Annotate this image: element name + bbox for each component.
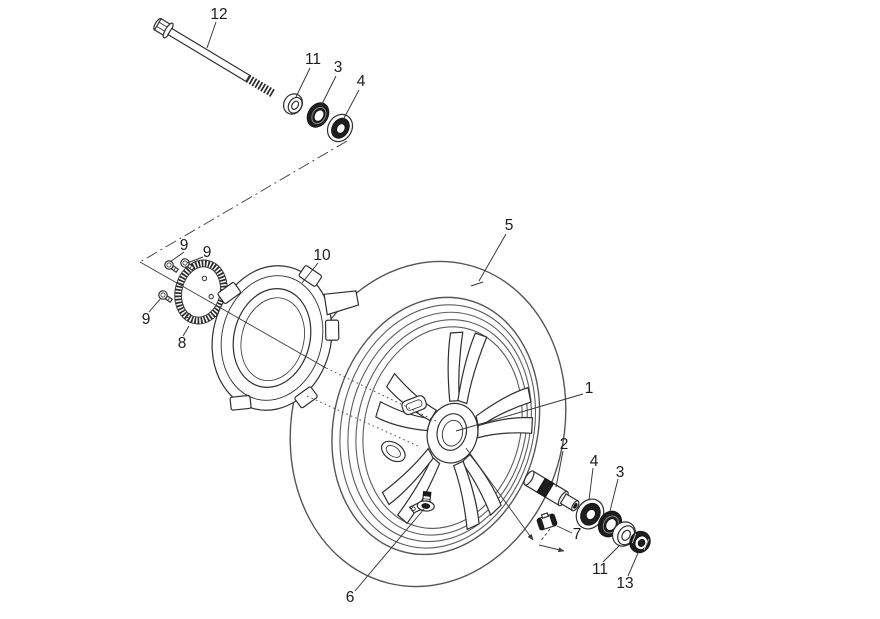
collar-part-11-top <box>282 93 304 115</box>
callout-9-c: 9 <box>142 311 151 328</box>
callout-6: 6 <box>346 589 355 606</box>
bearing-part-4-bottom <box>575 498 605 530</box>
bearing-part-4-top <box>326 113 354 143</box>
callout-11-top: 11 <box>305 51 321 68</box>
callout-13: 13 <box>616 575 633 592</box>
callout-3-bottom: 3 <box>616 464 625 481</box>
oil-seal-part-3-top <box>306 102 330 128</box>
rotor-cover-part-10 <box>211 265 360 411</box>
rim-slot-detail <box>401 395 428 416</box>
alignment-dotted-line-upper <box>321 365 437 422</box>
weight-position-arrow-left <box>465 447 534 541</box>
callout-12: 12 <box>210 6 227 23</box>
callout-10: 10 <box>313 247 331 264</box>
screw-part-9-b <box>180 258 196 272</box>
axle-collar-part-2 <box>523 470 580 512</box>
callout-4-top: 4 <box>357 73 366 90</box>
hub-boss-detail <box>380 440 406 463</box>
axis-line-through-cover <box>139 261 327 369</box>
wheel-assembly <box>289 260 567 588</box>
axis-dashdot-line-upper <box>139 140 348 263</box>
callout-2: 2 <box>560 436 569 453</box>
axle-bolt-part-12 <box>153 17 276 98</box>
alignment-dotted-line-lower <box>306 395 421 448</box>
weight-dash-link <box>539 528 551 543</box>
callout-8: 8 <box>178 335 187 352</box>
callout-9-a: 9 <box>180 237 189 254</box>
callout-1: 1 <box>585 380 594 397</box>
flange-nut-part-13 <box>629 530 651 554</box>
balance-weight-part-7 <box>536 512 558 531</box>
callout-3-top: 3 <box>334 59 343 76</box>
weight-position-arrow-right <box>538 544 565 553</box>
screw-part-9-c <box>158 290 174 304</box>
wheel-spokes <box>353 315 552 548</box>
callout-5: 5 <box>505 217 514 234</box>
screw-part-9-a <box>164 260 180 274</box>
callout-11-bottom: 11 <box>592 561 608 578</box>
callout-labels: 12 11 3 4 5 10 9 9 9 8 1 2 4 3 7 11 13 6 <box>142 6 634 606</box>
hub-part-1 <box>426 402 479 464</box>
callout-4-bottom: 4 <box>590 453 599 470</box>
leader-lines <box>148 21 639 592</box>
valve-stem-part-6 <box>408 491 435 514</box>
callout-9-b: 9 <box>203 244 212 261</box>
callout-7: 7 <box>573 526 582 543</box>
